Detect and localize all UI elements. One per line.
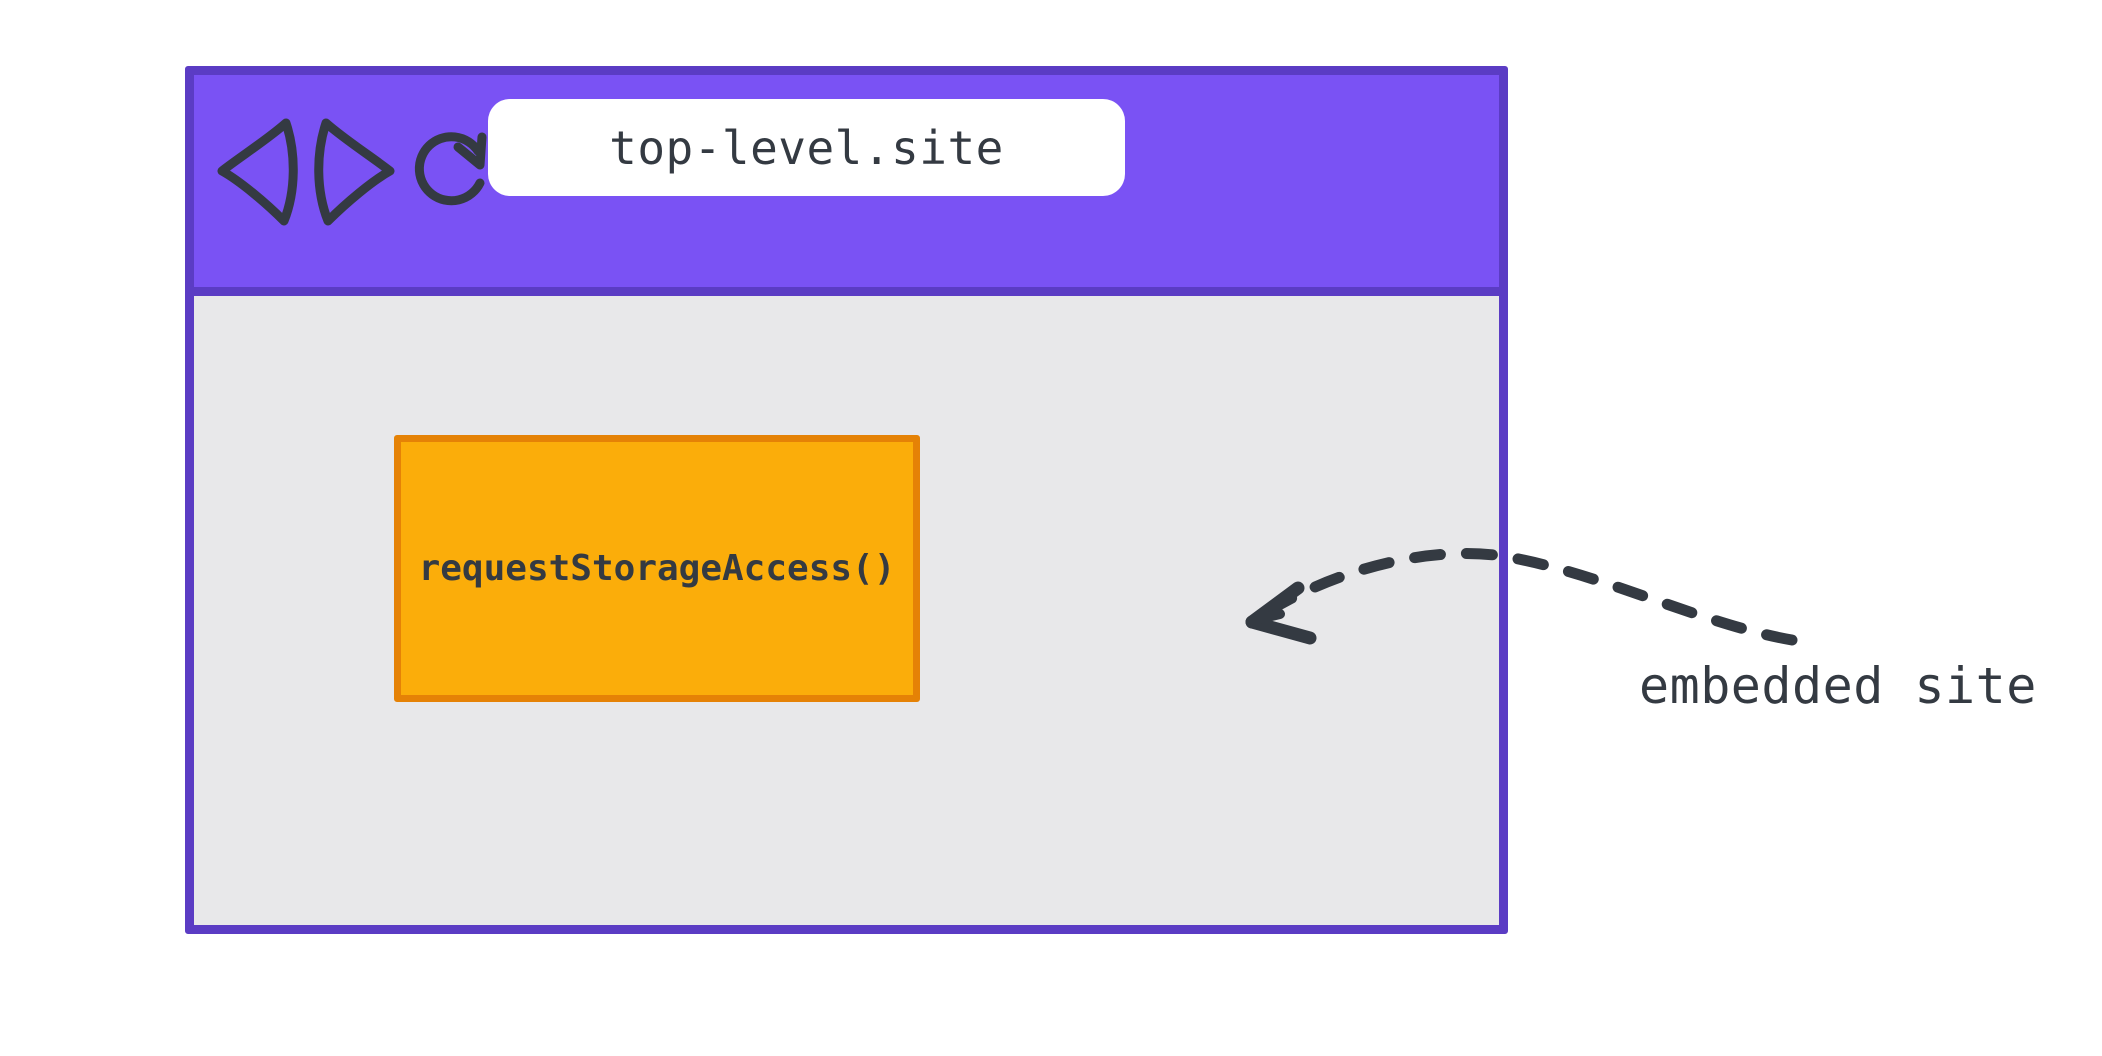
reload-circular-arrow-icon	[410, 111, 496, 231]
back-button[interactable]	[214, 111, 300, 231]
url-bar[interactable]: top-level.site	[488, 99, 1125, 196]
embedded-site-iframe[interactable]: requestStorageAccess()	[394, 435, 920, 702]
browser-toolbar: top-level.site	[194, 75, 1499, 296]
browser-content-area: requestStorageAccess()	[194, 296, 1499, 925]
reload-button[interactable]	[410, 111, 496, 231]
back-triangle-icon	[214, 111, 300, 231]
navigation-controls	[214, 111, 514, 241]
request-storage-access-label: requestStorageAccess()	[418, 548, 896, 589]
forward-button[interactable]	[312, 111, 398, 231]
browser-window: top-level.site requestStorageAccess()	[185, 66, 1508, 934]
forward-triangle-icon	[312, 111, 398, 231]
embedded-site-annotation-label: embedded site	[1639, 657, 2037, 715]
url-text: top-level.site	[609, 120, 1004, 175]
